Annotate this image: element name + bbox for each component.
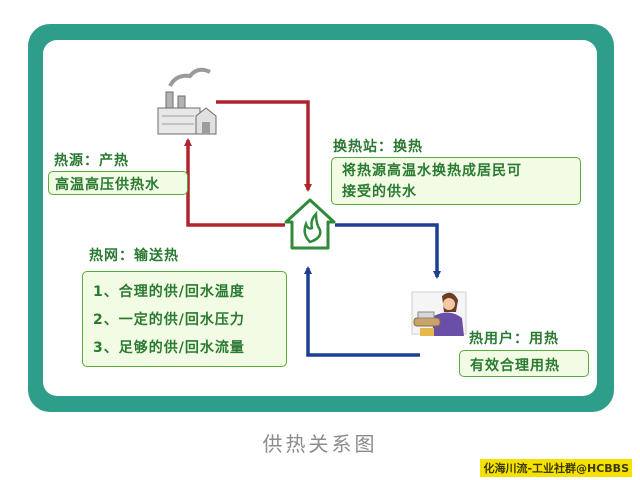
network-item: 1、合理的供/回水温度 — [93, 284, 245, 300]
station-title: 换热站：换热 — [333, 139, 423, 155]
station-desc-line-1: 将热源高温水换热成居民可 — [342, 163, 522, 179]
network-items-box: 1、合理的供/回水温度 2、一定的供/回水压力 3、足够的供/回水流量 — [82, 271, 287, 367]
source-title: 热源：产热 — [54, 153, 129, 169]
user-desc: 有效合理用热 — [470, 358, 560, 374]
source-desc: 高温高压供热水 — [55, 177, 160, 193]
network-title: 热网：输送热 — [89, 248, 179, 264]
supply-arrow-to-station — [216, 100, 312, 192]
person-cooking-icon — [411, 291, 467, 336]
return-arrow-to-user — [335, 223, 441, 279]
station-desc-line-2: 接受的供水 — [342, 184, 417, 200]
network-item: 2、一定的供/回水压力 — [93, 312, 245, 328]
source-desc-box: 高温高压供热水 — [48, 171, 188, 195]
diagram-caption: 供热关系图 — [262, 432, 378, 456]
station-desc-box: 将热源高温水换热成居民可 接受的供水 — [331, 157, 581, 205]
return-arrow-to-station — [304, 266, 420, 357]
user-desc-box: 有效合理用热 — [459, 350, 589, 377]
user-title: 热用户：用热 — [469, 331, 559, 347]
house-flame-icon — [284, 198, 336, 250]
network-item: 3、足够的供/回水流量 — [93, 340, 245, 356]
supply-arrow-to-source — [184, 138, 285, 227]
factory-icon — [157, 67, 217, 135]
watermark: 化海川流-工业社群@HCBBS — [480, 459, 632, 477]
